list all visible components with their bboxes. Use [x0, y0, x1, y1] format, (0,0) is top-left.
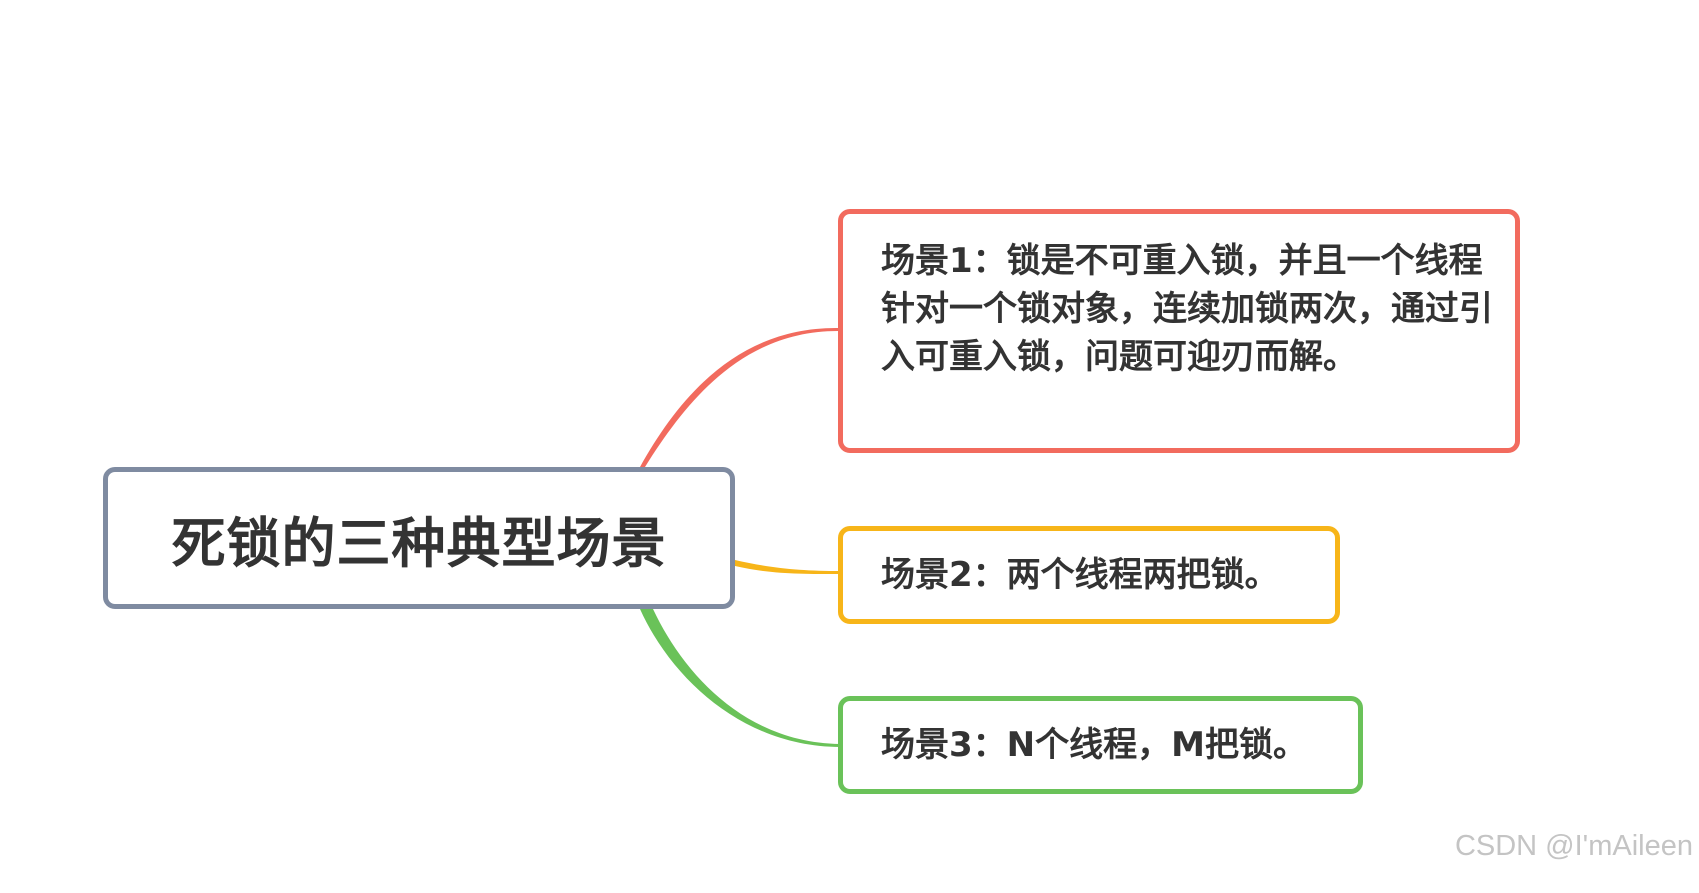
root-node[interactable]: 死锁的三种典型场景	[103, 467, 735, 609]
root-node-label: 死锁的三种典型场景	[171, 511, 667, 575]
watermark: CSDN @I'mAileen	[1454, 830, 1693, 862]
connector-branch-3	[640, 609, 840, 747]
connector-branch-1	[640, 327, 840, 467]
branch-node-2-label: 场景2：两个线程两把锁。	[881, 555, 1279, 595]
branch-node-3[interactable]: 场景3：N个线程，M把锁。	[838, 696, 1363, 794]
connector-branch-2	[735, 560, 840, 574]
branch-node-1[interactable]: 场景1：锁是不可重入锁，并且一个线程针对一个锁对象，连续加锁两次，通过引入可重入…	[838, 209, 1520, 453]
branch-node-3-label: 场景3：N个线程，M把锁。	[881, 725, 1307, 765]
branch-node-2[interactable]: 场景2：两个线程两把锁。	[838, 526, 1340, 624]
branch-node-1-label: 场景1：锁是不可重入锁，并且一个线程针对一个锁对象，连续加锁两次，通过引入可重入…	[881, 241, 1493, 377]
